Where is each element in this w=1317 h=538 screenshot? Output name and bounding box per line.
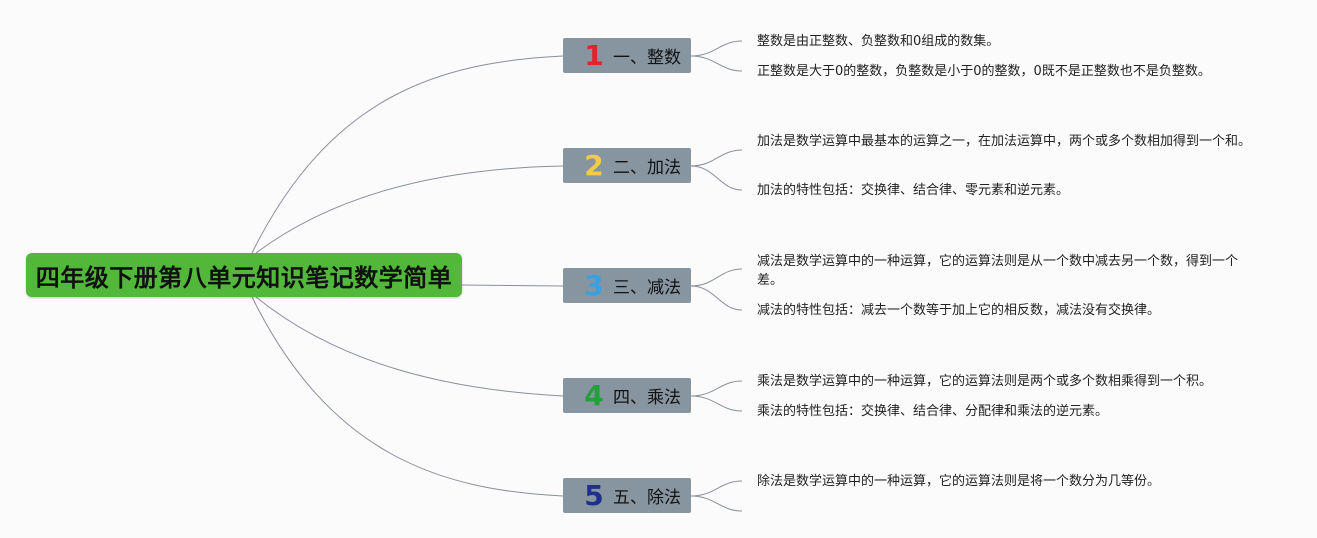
leaf-link-4a [690, 380, 743, 397]
branch-topic-5[interactable]: 5 五、除法 [563, 478, 691, 513]
root-link-5 [251, 296, 564, 497]
branch-topic-4[interactable]: 4 四、乘法 [563, 378, 691, 413]
root-link-1 [251, 55, 564, 254]
leaf-note-3-1[interactable]: 减法是数学运算中的一种运算，它的运算法则是从一个数中减去另一个数，得到一个差。 [757, 254, 1239, 288]
branch-topic-3[interactable]: 3 三、减法 [563, 268, 691, 303]
root-link-2 [255, 165, 564, 254]
root-link-3 [461, 284, 564, 287]
leaf-link-3b [690, 285, 743, 311]
leaf-link-1a [690, 40, 743, 57]
leaf-note-4-1[interactable]: 乘法是数学运算中的一种运算，它的运算法则是两个或多个数相乘得到一个积。 [757, 374, 1213, 389]
leaf-note-2-1[interactable]: 加法是数学运算中最基本的运算之一，在加法运算中，两个或多个数相加得到一个和。 [757, 134, 1252, 149]
branch-topic-2[interactable]: 2 二、加法 [563, 148, 691, 183]
leaf-note-1-2[interactable]: 正整数是大于0的整数，负整数是小于0的整数，0既不是正整数也不是负整数。 [757, 64, 1211, 79]
branch-number: 1 [584, 38, 604, 72]
leaf-note-1-1[interactable]: 整数是由正整数、负整数和0组成的数集。 [757, 34, 1000, 49]
leaf-note-2-2[interactable]: 加法的特性包括：交换律、结合律、零元素和逆元素。 [757, 183, 1070, 198]
leaf-link-2a [690, 149, 743, 167]
branch-label: 四、乘法 [613, 388, 681, 408]
branch-label: 二、加法 [613, 158, 681, 178]
leaf-note-3-2[interactable]: 减法的特性包括：减去一个数等于加上它的相反数，减法没有交换律。 [757, 303, 1161, 318]
leaf-link-5a [690, 480, 743, 497]
leaf-link-3a [690, 268, 743, 287]
branch-number: 4 [584, 378, 604, 412]
branch-number: 2 [584, 148, 604, 182]
root-link-4 [255, 296, 564, 397]
branch-label: 五、除法 [613, 488, 681, 508]
branch-number: 3 [584, 268, 604, 302]
leaf-link-5b [690, 495, 743, 512]
root-topic[interactable]: 四年级下册第八单元知识笔记数学简单 [26, 253, 462, 297]
root-topic-label: 四年级下册第八单元知识笔记数学简单 [35, 263, 453, 292]
branch-number: 5 [584, 478, 604, 512]
leaf-note-5-1[interactable]: 除法是数学运算中的一种运算，它的运算法则是将一个数分为几等份。 [757, 474, 1161, 489]
branch-topic-1[interactable]: 1 一、整数 [563, 38, 691, 73]
leaf-link-2b [690, 165, 743, 191]
leaf-note-4-2[interactable]: 乘法的特性包括：交换律、结合律、分配律和乘法的逆元素。 [757, 404, 1109, 419]
leaf-link-4b [690, 395, 743, 412]
branch-label: 三、减法 [613, 278, 681, 298]
branch-label: 一、整数 [613, 48, 681, 68]
leaf-link-1b [690, 55, 743, 72]
